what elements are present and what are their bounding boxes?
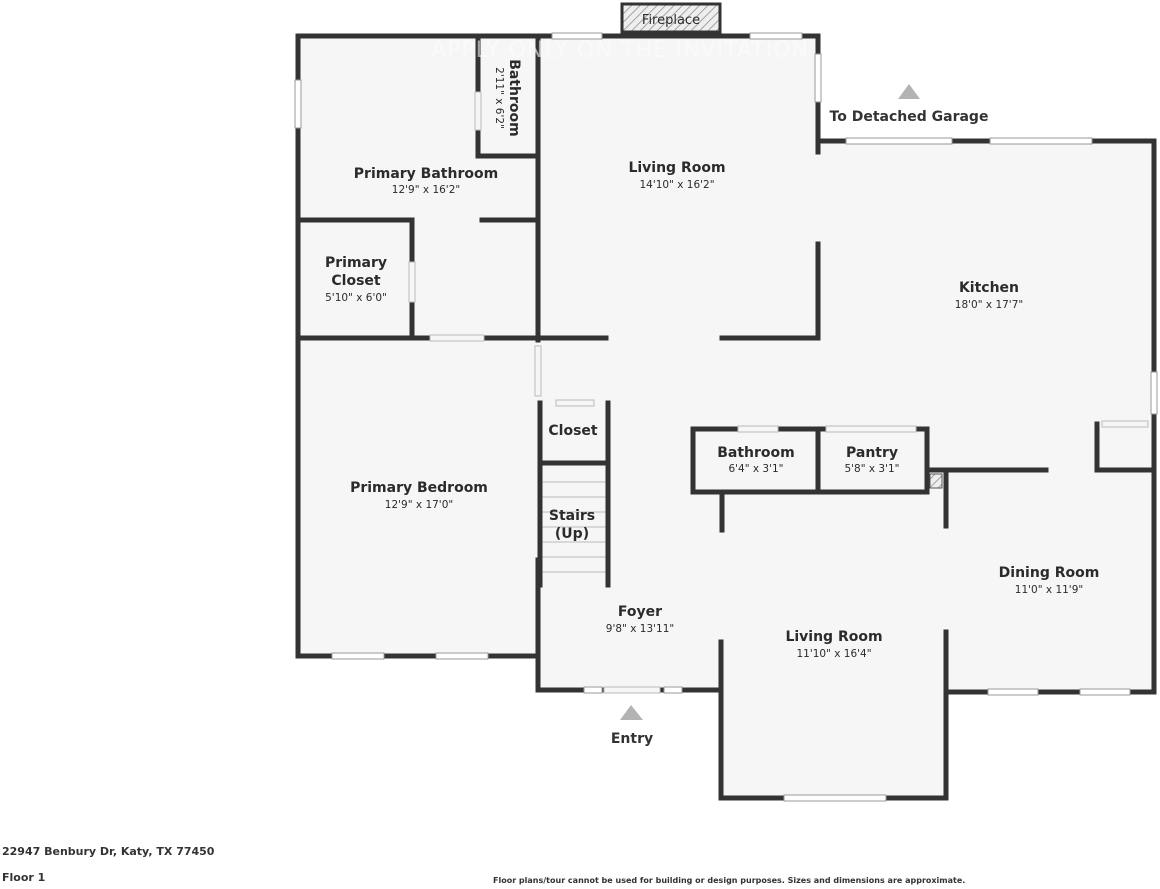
room-dimensions: 11'0" x 11'9" — [1015, 584, 1083, 596]
room-dimensions: 12'9" x 16'2" — [392, 184, 460, 196]
garage-label: To Detached Garage — [830, 109, 989, 125]
floor-label: Floor 1 — [2, 871, 46, 884]
room-dimensions: 12'9" x 17'0" — [385, 499, 453, 511]
room-labels: Bathroom 2'11" x 6'2" Primary Bathroom 1… — [325, 59, 1099, 660]
entry-label: Entry — [611, 731, 653, 747]
disclaimer-text: Floor plans/tour cannot be used for buil… — [493, 876, 966, 885]
room-dimensions: 14'10" x 16'2" — [639, 179, 714, 191]
room-dimensions: 9'8" x 13'11" — [606, 623, 674, 635]
windows — [294, 32, 1158, 802]
room-name: Kitchen — [959, 280, 1019, 296]
doorways — [408, 91, 1149, 694]
fireplace-label: Fireplace — [642, 13, 700, 28]
property-address: 22947 Benbury Dr, Katy, TX 77450 — [2, 845, 215, 858]
room-bathroom-small: Bathroom 2'11" x 6'2" — [493, 59, 522, 137]
room-name: Primary Bathroom — [354, 166, 498, 182]
room-name: Closet — [331, 273, 381, 289]
room-name: Foyer — [618, 604, 662, 620]
room-name: Pantry — [846, 445, 898, 461]
room-name: (Up) — [555, 526, 589, 542]
room-name: Bathroom — [717, 445, 795, 461]
floor-fill — [298, 36, 1154, 798]
room-dimensions: 2'11" x 6'2" — [493, 67, 505, 129]
room-name: Bathroom — [506, 59, 522, 137]
room-dimensions: 18'0" x 17'7" — [955, 299, 1023, 311]
room-name: Primary — [325, 255, 387, 271]
room-name: Stairs — [549, 508, 595, 524]
room-dimensions: 6'4" x 3'1" — [728, 463, 783, 475]
room-name: Living Room — [785, 629, 882, 645]
room-dimensions: 11'10" x 16'4" — [796, 648, 871, 660]
room-name: Living Room — [628, 160, 725, 176]
utility-shaft — [929, 473, 943, 489]
room-name: Closet — [548, 423, 598, 439]
entry-arrow-icon — [620, 705, 643, 720]
room-dimensions: 5'8" x 3'1" — [844, 463, 899, 475]
fireplace-box — [620, 2, 722, 34]
room-name: Dining Room — [999, 565, 1100, 581]
room-name: Primary Bedroom — [350, 480, 488, 496]
stairs-treads — [541, 481, 607, 573]
watermark-text: APPLY ONLY ON THE INVITATION — [431, 38, 809, 63]
room-dimensions: 5'10" x 6'0" — [325, 292, 387, 304]
garage-arrow-icon — [898, 84, 920, 99]
